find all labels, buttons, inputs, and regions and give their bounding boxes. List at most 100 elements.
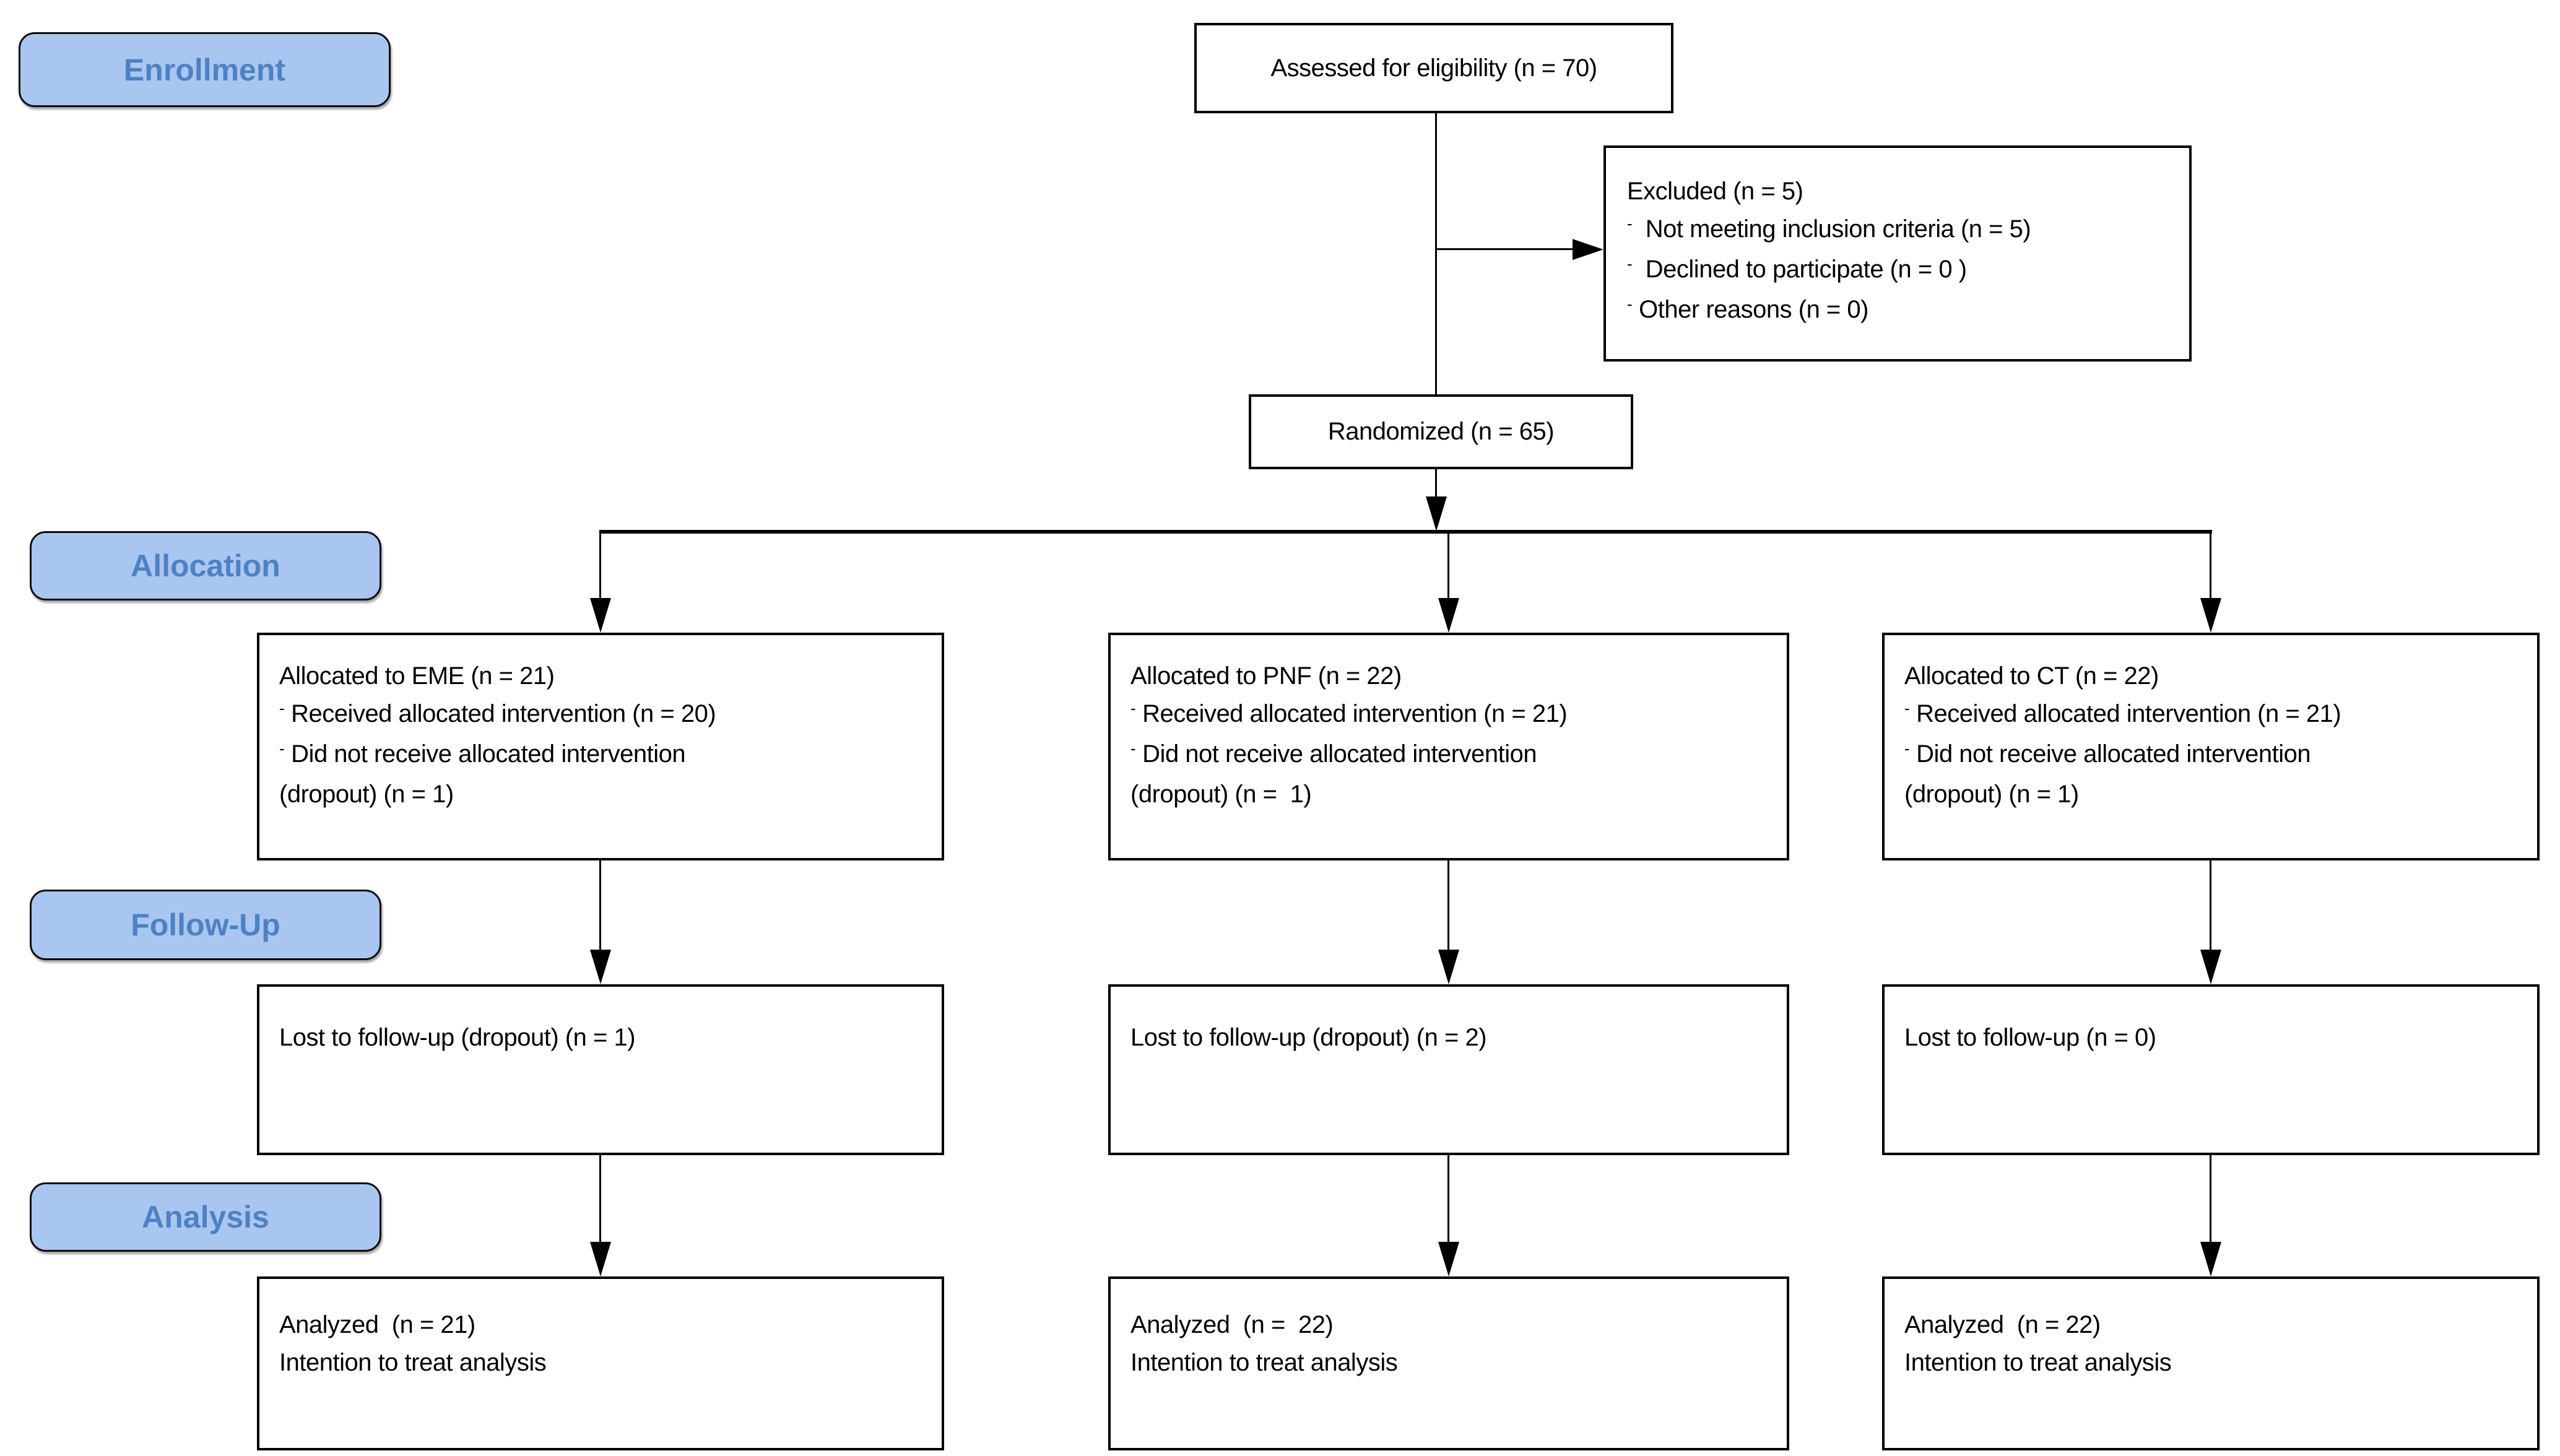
connector-branch-to-pnf — [1447, 534, 1449, 598]
text-line: Analyzed (n = 22) — [1130, 1306, 1772, 1344]
arrowhead-followup-eme-icon — [590, 950, 611, 984]
stage-label-follow-up: Follow-Up — [131, 908, 280, 942]
stage-badge-allocation: Allocation — [30, 531, 381, 600]
text-line-content: (dropout) (n = 1) — [1130, 781, 1312, 808]
text-line: -Received allocated intervention (n = 20… — [279, 695, 927, 735]
arrowhead-followup-ct-icon — [2200, 950, 2221, 984]
text-line: -Did not receive allocated intervention — [1130, 735, 1772, 776]
branch-line — [599, 530, 2212, 534]
text-line: - Declined to participate (n = 0 ) — [1627, 251, 2171, 291]
text-line-content: Lost to follow-up (dropout) (n = 2) — [1130, 1024, 1487, 1051]
assessed-eligibility-box: Assessed for eligibility (n = 70) — [1194, 23, 1673, 113]
text-line-content: Analyzed (n = 22) — [1904, 1311, 2101, 1338]
arrowhead-excluded-icon — [1573, 239, 1603, 260]
text-line: Randomized (n = 65) — [1327, 413, 1555, 451]
connector-pnf-to-analysis — [1447, 1155, 1449, 1243]
randomized-box: Randomized (n = 65) — [1249, 394, 1633, 469]
excluded-box: Excluded (n = 5) - Not meeting inclusion … — [1603, 145, 2192, 362]
arrowhead-alloc-ct-icon — [2200, 598, 2221, 633]
text-line-content: Did not receive allocated intervention — [291, 740, 686, 768]
bullet-dash-icon: - — [1904, 699, 1910, 717]
text-line-content: Intention to treat analysis — [1130, 1349, 1398, 1376]
bullet-dash-icon: - — [1130, 699, 1136, 717]
text-line-content: Not meeting inclusion criteria (n = 5) — [1639, 215, 2031, 243]
text-line-content: Excluded (n = 5) — [1627, 178, 1803, 205]
text-line-content: Intention to treat analysis — [1904, 1349, 2172, 1376]
arrowhead-analysis-pnf-icon — [1438, 1242, 1459, 1276]
text-line-content: Did not receive allocated intervention — [1916, 740, 2311, 768]
text-line-content: Received allocated intervention (n = 21) — [1916, 700, 2341, 727]
text-line-content: Analyzed (n = 21) — [279, 1311, 475, 1338]
text-line: (dropout) (n = 1) — [1130, 776, 1772, 813]
analyzed-ct-box: Analyzed (n = 22) Intention to treat anal… — [1882, 1276, 2540, 1450]
text-line-content: Randomized (n = 65) — [1327, 418, 1555, 445]
analyzed-pnf-box: Analyzed (n = 22) Intention to treat anal… — [1108, 1276, 1789, 1450]
text-line-content: (dropout) (n = 1) — [1904, 781, 2079, 808]
connector-branch-to-ct — [2210, 534, 2211, 598]
text-line: Analyzed (n = 22) — [1904, 1306, 2522, 1344]
stage-badge-analysis: Analysis — [30, 1182, 381, 1252]
bullet-dash-icon: - — [1627, 254, 1633, 273]
text-line: - Not meeting inclusion criteria (n = 5) — [1627, 210, 2171, 251]
bullet-dash-icon: - — [279, 699, 285, 717]
text-line-content: Lost to follow-up (dropout) (n = 1) — [279, 1024, 636, 1051]
bullet-dash-icon: - — [1130, 739, 1136, 758]
text-line: -Received allocated intervention (n = 21… — [1130, 695, 1772, 735]
text-line: Excluded (n = 5) — [1627, 173, 2171, 210]
text-line-content: Received allocated intervention (n = 21) — [1142, 700, 1568, 727]
text-line: Lost to follow-up (dropout) (n = 1) — [279, 1019, 927, 1057]
stage-label-allocation: Allocation — [131, 548, 280, 583]
connector-eme-to-followup — [599, 860, 601, 951]
connector-to-excluded — [1436, 248, 1573, 250]
arrowhead-followup-pnf-icon — [1438, 950, 1459, 984]
text-line: (dropout) (n = 1) — [1904, 776, 2522, 813]
text-line: Assessed for eligibility (n = 70) — [1270, 50, 1597, 87]
arrowhead-analysis-eme-icon — [590, 1242, 611, 1276]
text-line: Allocated to PNF (n = 22) — [1130, 657, 1772, 695]
connector-eme-to-analysis — [599, 1155, 601, 1243]
stage-badge-follow-up: Follow-Up — [30, 890, 381, 960]
connector-assessed-to-randomized — [1435, 113, 1437, 394]
lost-followup-eme-box: Lost to follow-up (dropout) (n = 1) — [257, 984, 944, 1155]
text-line-content: Allocated to EME (n = 21) — [279, 662, 555, 690]
bullet-dash-icon: - — [1627, 214, 1633, 233]
allocated-eme-box: Allocated to EME (n = 21) -Received alloc… — [257, 633, 944, 860]
connector-ct-to-followup — [2210, 860, 2211, 951]
arrowhead-alloc-eme-icon — [590, 598, 611, 633]
text-line-content: Analyzed (n = 22) — [1130, 1311, 1334, 1338]
text-line: Allocated to CT (n = 22) — [1904, 657, 2522, 695]
text-line: -Did not receive allocated intervention — [1904, 735, 2522, 776]
text-line: Lost to follow-up (n = 0) — [1904, 1019, 2522, 1057]
arrowhead-branch-icon — [1426, 496, 1447, 531]
text-line-content: Received allocated intervention (n = 20) — [291, 700, 716, 727]
allocated-ct-box: Allocated to CT (n = 22) -Received alloca… — [1882, 633, 2540, 860]
bullet-dash-icon: - — [1904, 739, 1910, 758]
text-line: Intention to treat analysis — [1904, 1344, 2522, 1382]
text-line-content: Lost to follow-up (n = 0) — [1904, 1024, 2156, 1051]
text-line: Analyzed (n = 21) — [279, 1306, 927, 1344]
text-line-content: Declined to participate (n = 0 ) — [1639, 256, 1967, 283]
text-line: Intention to treat analysis — [279, 1344, 927, 1382]
text-line: (dropout) (n = 1) — [279, 776, 927, 813]
stage-badge-enrollment: Enrollment — [19, 32, 391, 107]
text-line: -Other reasons (n = 0) — [1627, 291, 2171, 331]
bullet-dash-icon: - — [1627, 295, 1633, 313]
arrowhead-alloc-pnf-icon — [1438, 598, 1459, 633]
connector-randomized-to-branch — [1435, 469, 1437, 499]
lost-followup-ct-box: Lost to follow-up (n = 0) — [1882, 984, 2540, 1155]
stage-label-enrollment: Enrollment — [123, 52, 286, 87]
text-line: -Received allocated intervention (n = 21… — [1904, 695, 2522, 735]
text-line-content: (dropout) (n = 1) — [279, 781, 454, 808]
analyzed-eme-box: Analyzed (n = 21) Intention to treat anal… — [257, 1276, 944, 1450]
text-line: -Did not receive allocated intervention — [279, 735, 927, 776]
text-line: Lost to follow-up (dropout) (n = 2) — [1130, 1019, 1772, 1057]
arrowhead-analysis-ct-icon — [2200, 1242, 2221, 1276]
lost-followup-pnf-box: Lost to follow-up (dropout) (n = 2) — [1108, 984, 1789, 1155]
connector-branch-to-eme — [599, 534, 601, 598]
text-line-content: Did not receive allocated intervention — [1142, 740, 1537, 768]
bullet-dash-icon: - — [279, 739, 285, 758]
text-line-content: Other reasons (n = 0) — [1639, 296, 1868, 323]
text-line-content: Assessed for eligibility (n = 70) — [1270, 54, 1597, 82]
text-line-content: Allocated to CT (n = 22) — [1904, 662, 2159, 690]
